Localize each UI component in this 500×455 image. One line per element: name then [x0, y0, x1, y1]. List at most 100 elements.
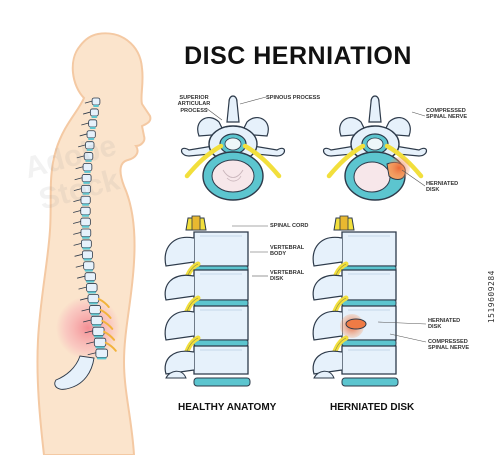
vertebral-disk — [193, 339, 249, 347]
caption-herniated: HERNIATED DISK — [330, 402, 415, 413]
spine-vertebra — [84, 272, 96, 281]
spine-process — [76, 155, 85, 159]
spine-disk — [91, 115, 98, 118]
spine-vertebra — [93, 337, 107, 347]
vertebral-process — [312, 236, 343, 267]
vertebral-process — [164, 350, 195, 375]
spine-disk — [93, 335, 104, 338]
sacrum — [54, 355, 95, 390]
spine-disk — [82, 247, 91, 250]
spine-vertebra — [87, 294, 100, 303]
spine-vertebra — [81, 250, 93, 260]
spine-disk — [82, 192, 90, 195]
spine-process — [84, 100, 93, 104]
vertebral-process — [313, 370, 335, 379]
lateral-spine-herniated — [312, 215, 399, 387]
spine-disk — [90, 313, 100, 316]
vertebral-disk — [341, 299, 397, 307]
vertebral-process — [312, 274, 343, 301]
vertebral-disk — [341, 377, 399, 387]
label-spinal-cord: SPINAL CORD — [270, 223, 309, 229]
spine-vertebra — [90, 315, 103, 325]
spine-nerve — [104, 341, 117, 352]
spine-vertebra — [89, 305, 101, 314]
spine-disk — [81, 225, 90, 228]
spine-vertebra — [88, 119, 98, 128]
diagram-title: DISC HERNIATION — [184, 42, 412, 70]
spine-process — [83, 319, 92, 323]
spine-disk — [83, 258, 92, 261]
vertebral-disk — [193, 377, 251, 387]
vertebral-process — [312, 350, 343, 375]
spine-vertebra — [80, 239, 92, 249]
spine-vertebra — [92, 326, 105, 336]
vertebral-process — [164, 236, 195, 267]
spine-nerve — [101, 319, 114, 330]
spine-process — [72, 221, 81, 224]
label-herniated-disk-top: HERNIATED DISK — [426, 181, 459, 194]
spine-disk — [95, 346, 105, 349]
spine-process — [81, 122, 89, 126]
spine-process — [86, 341, 95, 345]
spine-disk — [89, 126, 96, 129]
spine-disk — [83, 181, 91, 184]
spine-process — [83, 111, 91, 115]
spine-process — [74, 177, 83, 181]
spine-nerve — [103, 330, 116, 341]
vertebral-disk — [341, 339, 397, 347]
spine-vertebra — [80, 217, 91, 227]
spine-process — [78, 286, 87, 290]
spine-process — [79, 133, 88, 137]
spinal-cord — [191, 215, 201, 231]
spine-nerve — [99, 308, 112, 319]
vertebral-process — [312, 310, 343, 341]
vertebral-body — [193, 305, 249, 341]
spine-disk — [96, 357, 107, 360]
vertebral-process — [164, 310, 195, 341]
spine-vertebra — [95, 348, 108, 358]
spine-disk — [88, 302, 98, 305]
spine-process — [75, 264, 84, 268]
spine-process — [73, 199, 82, 202]
spine-disk — [81, 236, 90, 239]
spine-vertebra — [80, 228, 92, 238]
body-silhouette — [36, 32, 152, 455]
spine-nerve — [97, 297, 110, 308]
vertebral-body — [193, 231, 249, 267]
caption-healthy: HEALTHY ANATOMY — [178, 402, 277, 413]
lateral-spine-healthy — [164, 215, 251, 387]
spine-process — [73, 242, 82, 246]
spine-process — [78, 144, 86, 148]
spine-vertebra — [80, 206, 91, 216]
spine-process — [77, 275, 86, 279]
label-spinous-process: SPINOUS PROCESS — [266, 95, 321, 101]
vertebral-disk — [193, 299, 249, 307]
spine-vertebra — [91, 97, 101, 106]
spine-process — [74, 253, 83, 257]
spine-vertebra — [86, 283, 98, 292]
spine-vertebra — [83, 261, 95, 271]
spine-process — [81, 308, 90, 312]
spine-process — [75, 166, 84, 170]
spine-process — [73, 210, 81, 213]
herniated-disk-bulge — [345, 318, 367, 330]
leader-lines — [205, 96, 427, 343]
spine-disk — [84, 269, 93, 272]
spine-vertebra — [89, 108, 99, 117]
spine-disk — [85, 280, 95, 283]
spine-disk — [88, 137, 95, 140]
spine-disk — [86, 148, 93, 151]
vertebral-process — [165, 370, 187, 379]
axial-vertebra-healthy — [180, 95, 286, 201]
spine-disk — [81, 203, 90, 206]
axial-vertebra-herniated — [322, 95, 428, 201]
spine-disk — [87, 291, 97, 294]
label-vertebral-disk: VERTEBRAL DISK — [270, 270, 305, 283]
label-herniated-disk-side: HERNIATED DISK — [428, 318, 461, 331]
label-superior-articular: SUPERIOR ARTICULAR PROCESS — [177, 95, 211, 114]
spine-column — [54, 97, 117, 390]
spine-process — [73, 188, 82, 192]
spine-process — [84, 330, 93, 334]
